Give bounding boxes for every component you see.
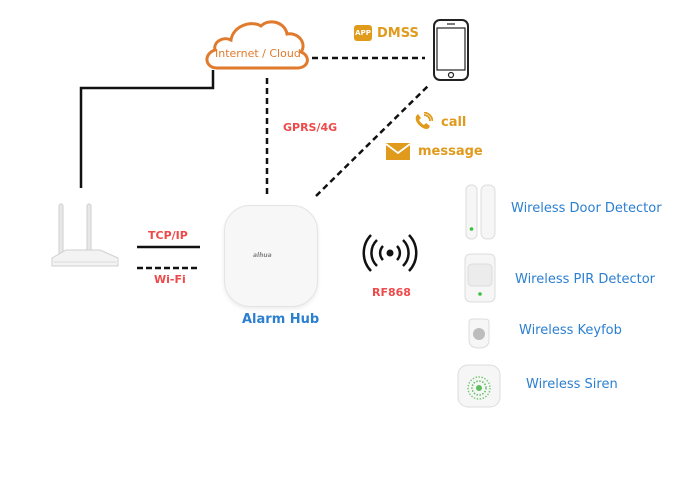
call-label: call [441,114,467,130]
keyfob-icon [466,318,492,350]
hub-phone-dashed-line [315,85,429,197]
gprs-label: GPRS/4G [283,121,338,134]
wifi-label: Wi-Fi [154,273,186,286]
wireless-signal-icon [360,233,420,273]
router-cloud-line [79,70,215,188]
rf-label: RF868 [372,286,411,299]
notification-call: call [413,112,466,132]
device-label-keyfob: Wireless Keyfob [519,323,622,338]
pir-detector-icon [462,252,498,304]
app-label: DMSS [377,25,419,41]
alarm-hub-device: alhua [224,205,318,307]
device-label-door: Wireless Door Detector [511,201,662,216]
notification-message: message [386,143,483,160]
door-detector-icon [464,183,498,241]
phone-call-icon [415,112,433,129]
device-label-siren: Wireless Siren [526,377,618,392]
siren-icon [457,364,501,408]
app-icon: APP [354,25,372,41]
hub-brand-logo: alhua [253,252,272,259]
message-label: message [418,144,483,159]
router-icon [50,200,120,270]
alarm-hub-label: Alarm Hub [242,312,320,327]
app-dmss: APP DMSS [354,25,419,41]
cloud-label: Internet / Cloud [215,47,301,60]
smartphone-icon [432,18,470,82]
tcpip-label: TCP/IP [148,229,188,242]
device-label-pir: Wireless PIR Detector [515,272,656,287]
envelope-icon [386,143,410,160]
cloud-icon [205,20,309,70]
cloud-node: Internet / Cloud [203,16,313,74]
